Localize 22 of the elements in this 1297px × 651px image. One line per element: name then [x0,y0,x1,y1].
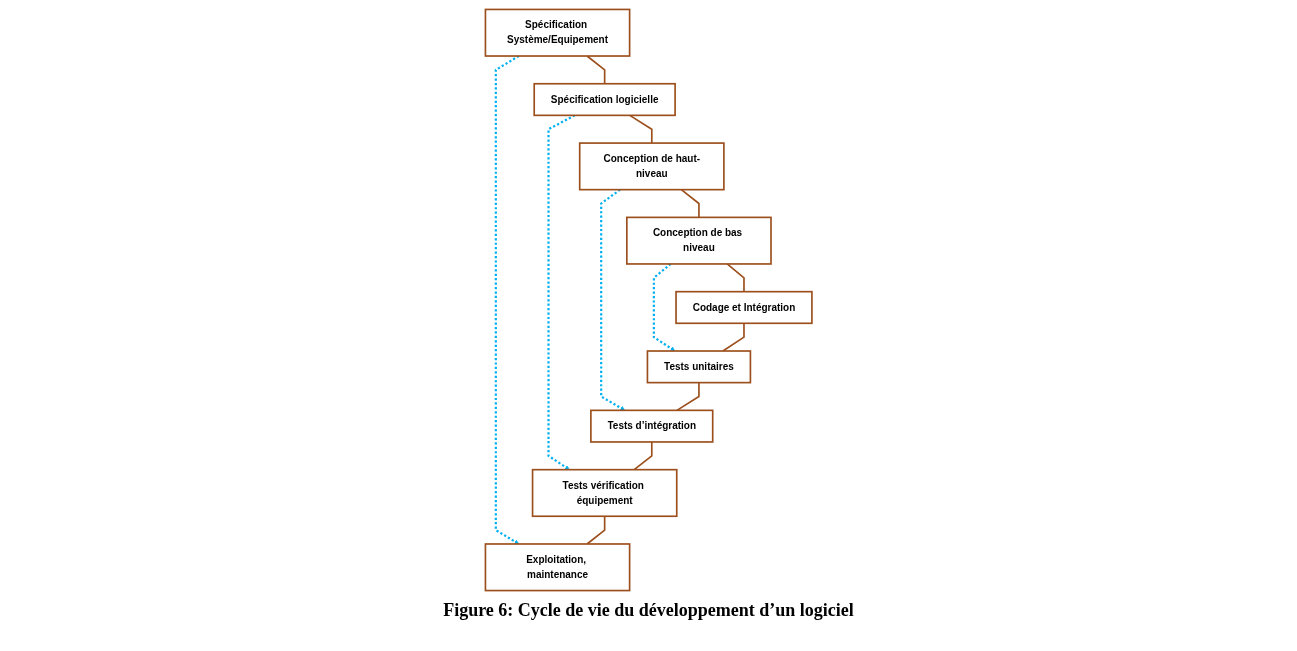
node-box: Conception de bas niveau [625,216,772,265]
connector [633,441,653,471]
connector [680,188,700,219]
arrow [494,55,520,545]
connector [586,55,606,85]
connector [721,322,745,352]
connector [628,114,653,144]
node-box: Spécification Système/Equipement [484,8,631,57]
arrow [652,263,675,352]
arrow [599,188,625,411]
connector [726,263,745,293]
node-box: Spécification logicielle [533,82,676,117]
node-box: Codage et Intégration [675,290,813,325]
node-box: Tests vérification équipement [531,468,678,518]
arrow [547,114,576,470]
node-box: Tests d’intégration [589,409,714,443]
node-box: Tests unitaires [646,350,752,384]
node-box: Exploitation, maintenance [484,543,631,592]
node-box: Conception de haut-niveau [578,142,725,191]
figure-caption: Figure 6: Cycle de vie du développement d’un logiciel [443,600,854,621]
connector [586,515,606,545]
connector [675,381,700,412]
